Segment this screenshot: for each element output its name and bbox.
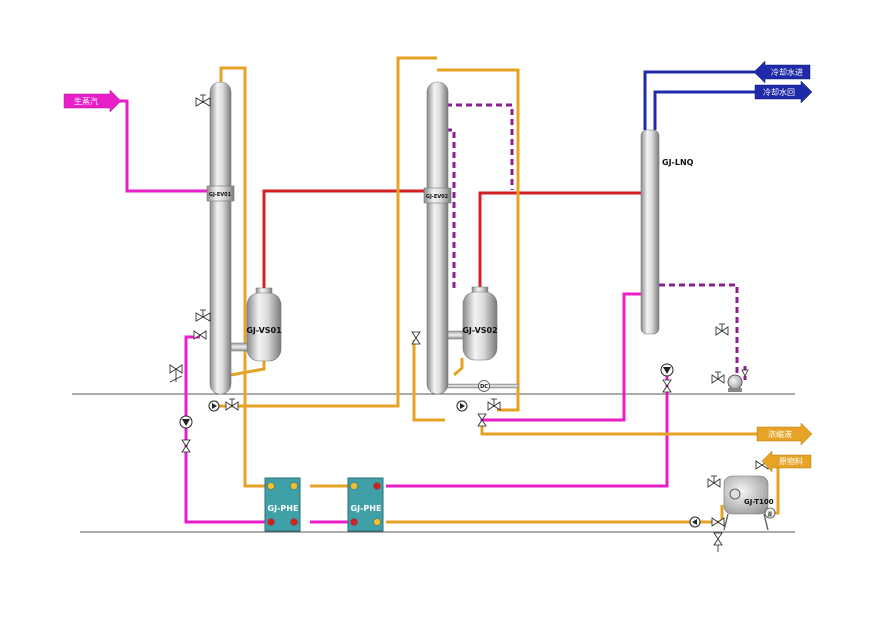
cooling-water-in-tag[interactable]: 冷却水进 bbox=[753, 60, 811, 84]
t100-label: GJ-T100 bbox=[744, 498, 774, 506]
cooling-water-out-label: 冷却水回 bbox=[763, 87, 795, 97]
pump-icon[interactable] bbox=[689, 516, 701, 528]
concentrate-outlet-label: 浓缩液 bbox=[768, 429, 792, 439]
lnq-label: GJ-LNQ bbox=[662, 158, 694, 167]
steam-lines bbox=[120, 99, 669, 524]
product-lines bbox=[210, 56, 780, 524]
feed-inlet-label: 原物料 bbox=[779, 456, 803, 466]
cooling-water-in-label: 冷却水进 bbox=[771, 67, 803, 77]
phe2-label: GJ-PHE bbox=[351, 504, 382, 513]
condenser-lnq[interactable]: GJ-LNQ bbox=[640, 129, 694, 335]
pump-icon[interactable] bbox=[456, 400, 468, 412]
phe1-label: GJ-PHE bbox=[268, 504, 299, 513]
valve-stems bbox=[169, 94, 725, 552]
dc-instrument[interactable]: DC bbox=[478, 380, 490, 392]
cooling-lines bbox=[643, 70, 757, 130]
pump-icon[interactable] bbox=[179, 415, 193, 429]
heat-exchanger-2[interactable]: GJ-PHE bbox=[347, 477, 384, 532]
evaporator-ev02[interactable]: GJ-EV02 bbox=[423, 81, 452, 395]
steam-inlet-tag[interactable]: 生蒸汽 bbox=[63, 89, 122, 113]
feed-inlet-tag[interactable]: 原物料 bbox=[761, 450, 812, 473]
jj-label: JJ bbox=[767, 512, 772, 518]
feed-tank-t100[interactable]: GJ-T100 JJ bbox=[723, 475, 776, 531]
dc-label: DC bbox=[480, 384, 488, 390]
ev01-label: GJ-EV01 bbox=[209, 192, 232, 198]
heat-exchanger-1[interactable]: GJ-PHE bbox=[264, 477, 301, 532]
concentrate-outlet-tag[interactable]: 浓缩液 bbox=[756, 422, 813, 446]
vacuum-pump-icon[interactable] bbox=[727, 374, 743, 392]
cooling-water-out-tag[interactable]: 冷却水回 bbox=[754, 80, 813, 104]
condensate-lines bbox=[446, 103, 747, 380]
vs01-label: GJ-VS01 bbox=[246, 326, 282, 335]
pump-icon[interactable] bbox=[208, 400, 220, 412]
ev02-label: GJ-EV02 bbox=[426, 194, 449, 200]
separator-vs01[interactable]: GJ-VS01 bbox=[246, 287, 282, 362]
valve-icons[interactable] bbox=[169, 97, 769, 546]
vs02-label: GJ-VS02 bbox=[462, 326, 497, 335]
evaporator-ev01[interactable]: GJ-EV01 bbox=[206, 81, 235, 395]
pump-icon[interactable] bbox=[660, 363, 674, 377]
steam-inlet-label: 生蒸汽 bbox=[74, 96, 98, 106]
vapor-lines bbox=[262, 189, 641, 290]
separator-vs02[interactable]: GJ-VS02 bbox=[462, 286, 498, 361]
